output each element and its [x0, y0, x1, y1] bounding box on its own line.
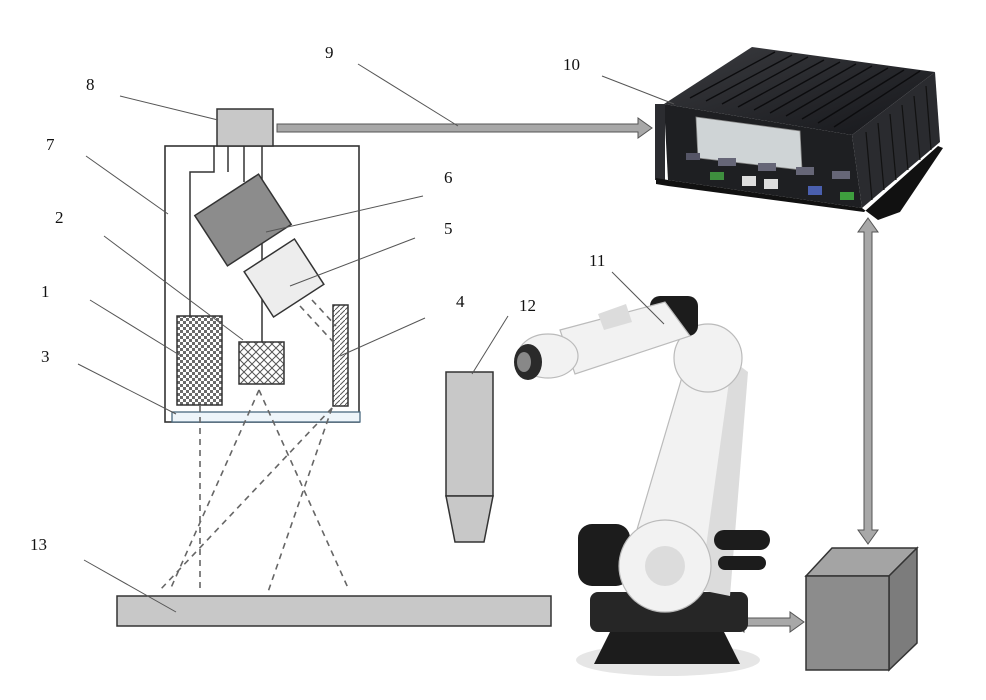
label-2: 2	[55, 208, 64, 227]
label-3: 3	[41, 347, 50, 366]
industrial-robot	[514, 296, 770, 676]
window-plate	[171, 411, 361, 423]
projector	[243, 237, 325, 319]
robot-controller-box	[804, 546, 919, 672]
camera	[193, 173, 293, 267]
label-7: 7	[46, 135, 55, 154]
label-4: 4	[456, 292, 465, 311]
controller-link-arrow	[857, 217, 879, 545]
label-10: 10	[563, 55, 580, 74]
light-beams	[159, 299, 349, 593]
label-8: 8	[86, 75, 95, 94]
data-arrow-to-controller	[276, 117, 653, 139]
label-5: 5	[444, 219, 453, 238]
label-13: 13	[30, 535, 47, 554]
label-11: 11	[589, 251, 605, 270]
component-1-checker	[176, 315, 223, 406]
label-1: 1	[41, 282, 50, 301]
label-9: 9	[325, 43, 334, 62]
industrial-pc	[655, 47, 943, 220]
component-2-crosshatch	[238, 341, 285, 385]
workpiece	[116, 595, 552, 627]
interface-module	[216, 108, 274, 147]
tool-nozzle	[445, 371, 494, 543]
label-12: 12	[519, 296, 536, 315]
label-6: 6	[444, 168, 453, 187]
leader-lines	[77, 63, 675, 613]
